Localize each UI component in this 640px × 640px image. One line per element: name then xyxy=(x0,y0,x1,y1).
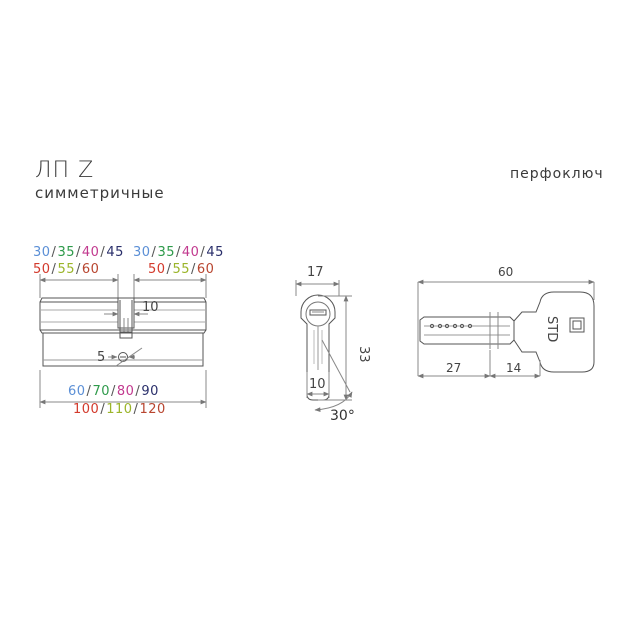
size-45: 45 xyxy=(106,245,124,260)
page-title: ЛП Z xyxy=(35,158,95,183)
page-subtitle: симметричные xyxy=(35,184,165,202)
size-50: 50 xyxy=(33,262,51,277)
size-40: 40 xyxy=(181,245,200,260)
size-55: 55 xyxy=(57,262,75,277)
size-50: 50 xyxy=(148,262,166,277)
size-110: 110 xyxy=(106,402,133,417)
cylinder-side-view xyxy=(39,274,207,408)
right-sizes-top: 30/35/40/45 xyxy=(133,245,224,260)
cam-width-label: 10 xyxy=(142,300,159,315)
size-45: 45 xyxy=(206,245,224,260)
key-brand-label: STD xyxy=(544,316,559,342)
angle-label: 30° xyxy=(330,408,355,424)
size-30: 30 xyxy=(33,245,51,260)
size-70: 70 xyxy=(92,384,110,399)
key-type-label: перфоключ xyxy=(510,166,604,182)
key-blade-label: 27 xyxy=(446,361,461,375)
key-view xyxy=(417,279,595,379)
size-55: 55 xyxy=(172,262,190,277)
size-80: 80 xyxy=(116,384,135,399)
left-sizes-top: 30/35/40/45 xyxy=(33,245,124,260)
size-60: 60 xyxy=(81,262,100,277)
total-sizes-top: 60/70/80/90 xyxy=(68,384,159,399)
size-100: 100 xyxy=(73,402,100,417)
total-sizes-bottom: 100/110/120 xyxy=(73,402,166,417)
key-length-label: 60 xyxy=(498,265,513,279)
size-120: 120 xyxy=(139,402,166,417)
size-30: 30 xyxy=(133,245,151,260)
screw-label: 5 xyxy=(97,350,105,365)
size-90: 90 xyxy=(141,384,159,399)
size-35: 35 xyxy=(157,245,175,260)
end-width-label: 17 xyxy=(307,265,324,280)
size-35: 35 xyxy=(57,245,75,260)
size-60: 60 xyxy=(196,262,215,277)
left-sizes-bottom: 50/55/60 xyxy=(33,262,100,277)
end-height-label: 33 xyxy=(356,346,371,363)
key-shoulder-label: 14 xyxy=(506,361,521,375)
right-sizes-bottom: 50/55/60 xyxy=(148,262,215,277)
size-60: 60 xyxy=(68,384,86,399)
cylinder-end-view xyxy=(295,280,353,413)
end-bottom-width-label: 10 xyxy=(309,377,326,392)
size-40: 40 xyxy=(81,245,100,260)
